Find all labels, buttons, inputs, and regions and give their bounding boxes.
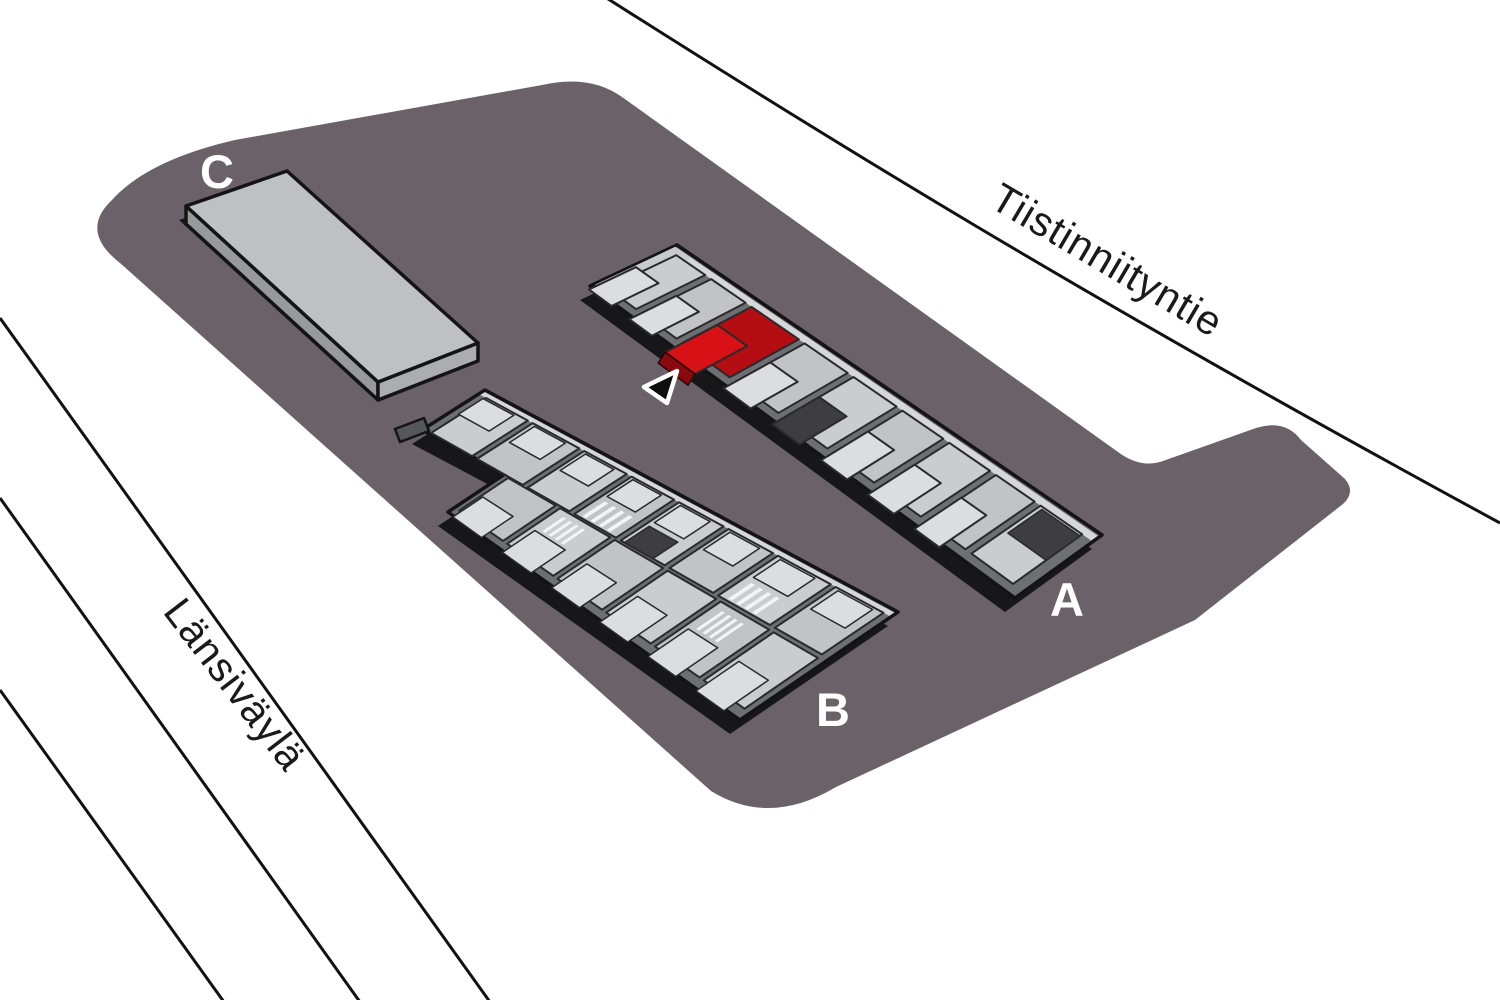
unit-terrace — [819, 430, 896, 481]
wall-top-band — [669, 247, 1098, 541]
stair-stripes — [548, 520, 573, 537]
building-label-a: A — [1050, 573, 1084, 626]
unit-terrace — [702, 531, 761, 567]
unit-terrace — [599, 595, 668, 643]
unit-terrace — [501, 529, 566, 574]
stair-stripes — [598, 510, 625, 528]
unit-terrace — [628, 294, 700, 337]
selected-unit-terrace-side — [657, 351, 696, 386]
stair-stripes — [560, 528, 586, 545]
unit-terrace — [809, 590, 874, 629]
wall-top-band — [480, 392, 895, 616]
unit-terrace — [606, 478, 663, 513]
stair-stripes — [696, 611, 725, 631]
stair-stripes — [714, 622, 744, 643]
building-b[interactable] — [393, 388, 900, 734]
road-lines-lansivayla — [0, 317, 491, 1000]
unit-terrace — [457, 397, 515, 432]
stair-stripes — [590, 506, 617, 523]
entrance-patch — [1007, 508, 1081, 561]
unit-terrace — [653, 504, 711, 540]
selected-unit-pointer — [641, 368, 680, 406]
stair-stripes — [752, 596, 780, 615]
building-roof — [184, 169, 480, 384]
stair-stripes — [736, 587, 764, 606]
plot-area — [97, 81, 1351, 809]
entrance-patch — [623, 525, 679, 560]
stair-stripes — [708, 618, 738, 639]
stair-stripes — [606, 515, 633, 532]
stair-stripes — [744, 592, 772, 610]
stair-stripes — [727, 583, 756, 601]
entry-block — [393, 416, 431, 444]
building-a[interactable] — [580, 243, 1104, 612]
unit-terrace — [913, 496, 988, 549]
street-label-tiistinniityntie: Tiistinniityntie — [983, 174, 1231, 346]
unit-terrace — [695, 660, 770, 712]
unit-terrace — [508, 425, 567, 461]
entrance-patch — [771, 396, 848, 446]
unit-terrace — [559, 453, 615, 487]
unit-terrace — [722, 361, 799, 410]
road-line-tiistinniityntie — [606, 0, 1500, 525]
building-label-c: C — [200, 145, 234, 198]
building-label-b: B — [816, 683, 850, 736]
unit-terrace — [550, 563, 618, 609]
building-c[interactable] — [179, 169, 480, 402]
stair-stripes — [702, 614, 732, 635]
unit-terrace — [647, 628, 719, 678]
stair-stripes — [582, 501, 609, 519]
stair-stripes — [554, 524, 579, 541]
unit-terrace — [452, 496, 514, 539]
unit-terrace — [587, 266, 660, 308]
stair-stripes — [542, 517, 566, 533]
unit-terrace — [752, 558, 816, 598]
unit-terrace — [866, 463, 942, 515]
